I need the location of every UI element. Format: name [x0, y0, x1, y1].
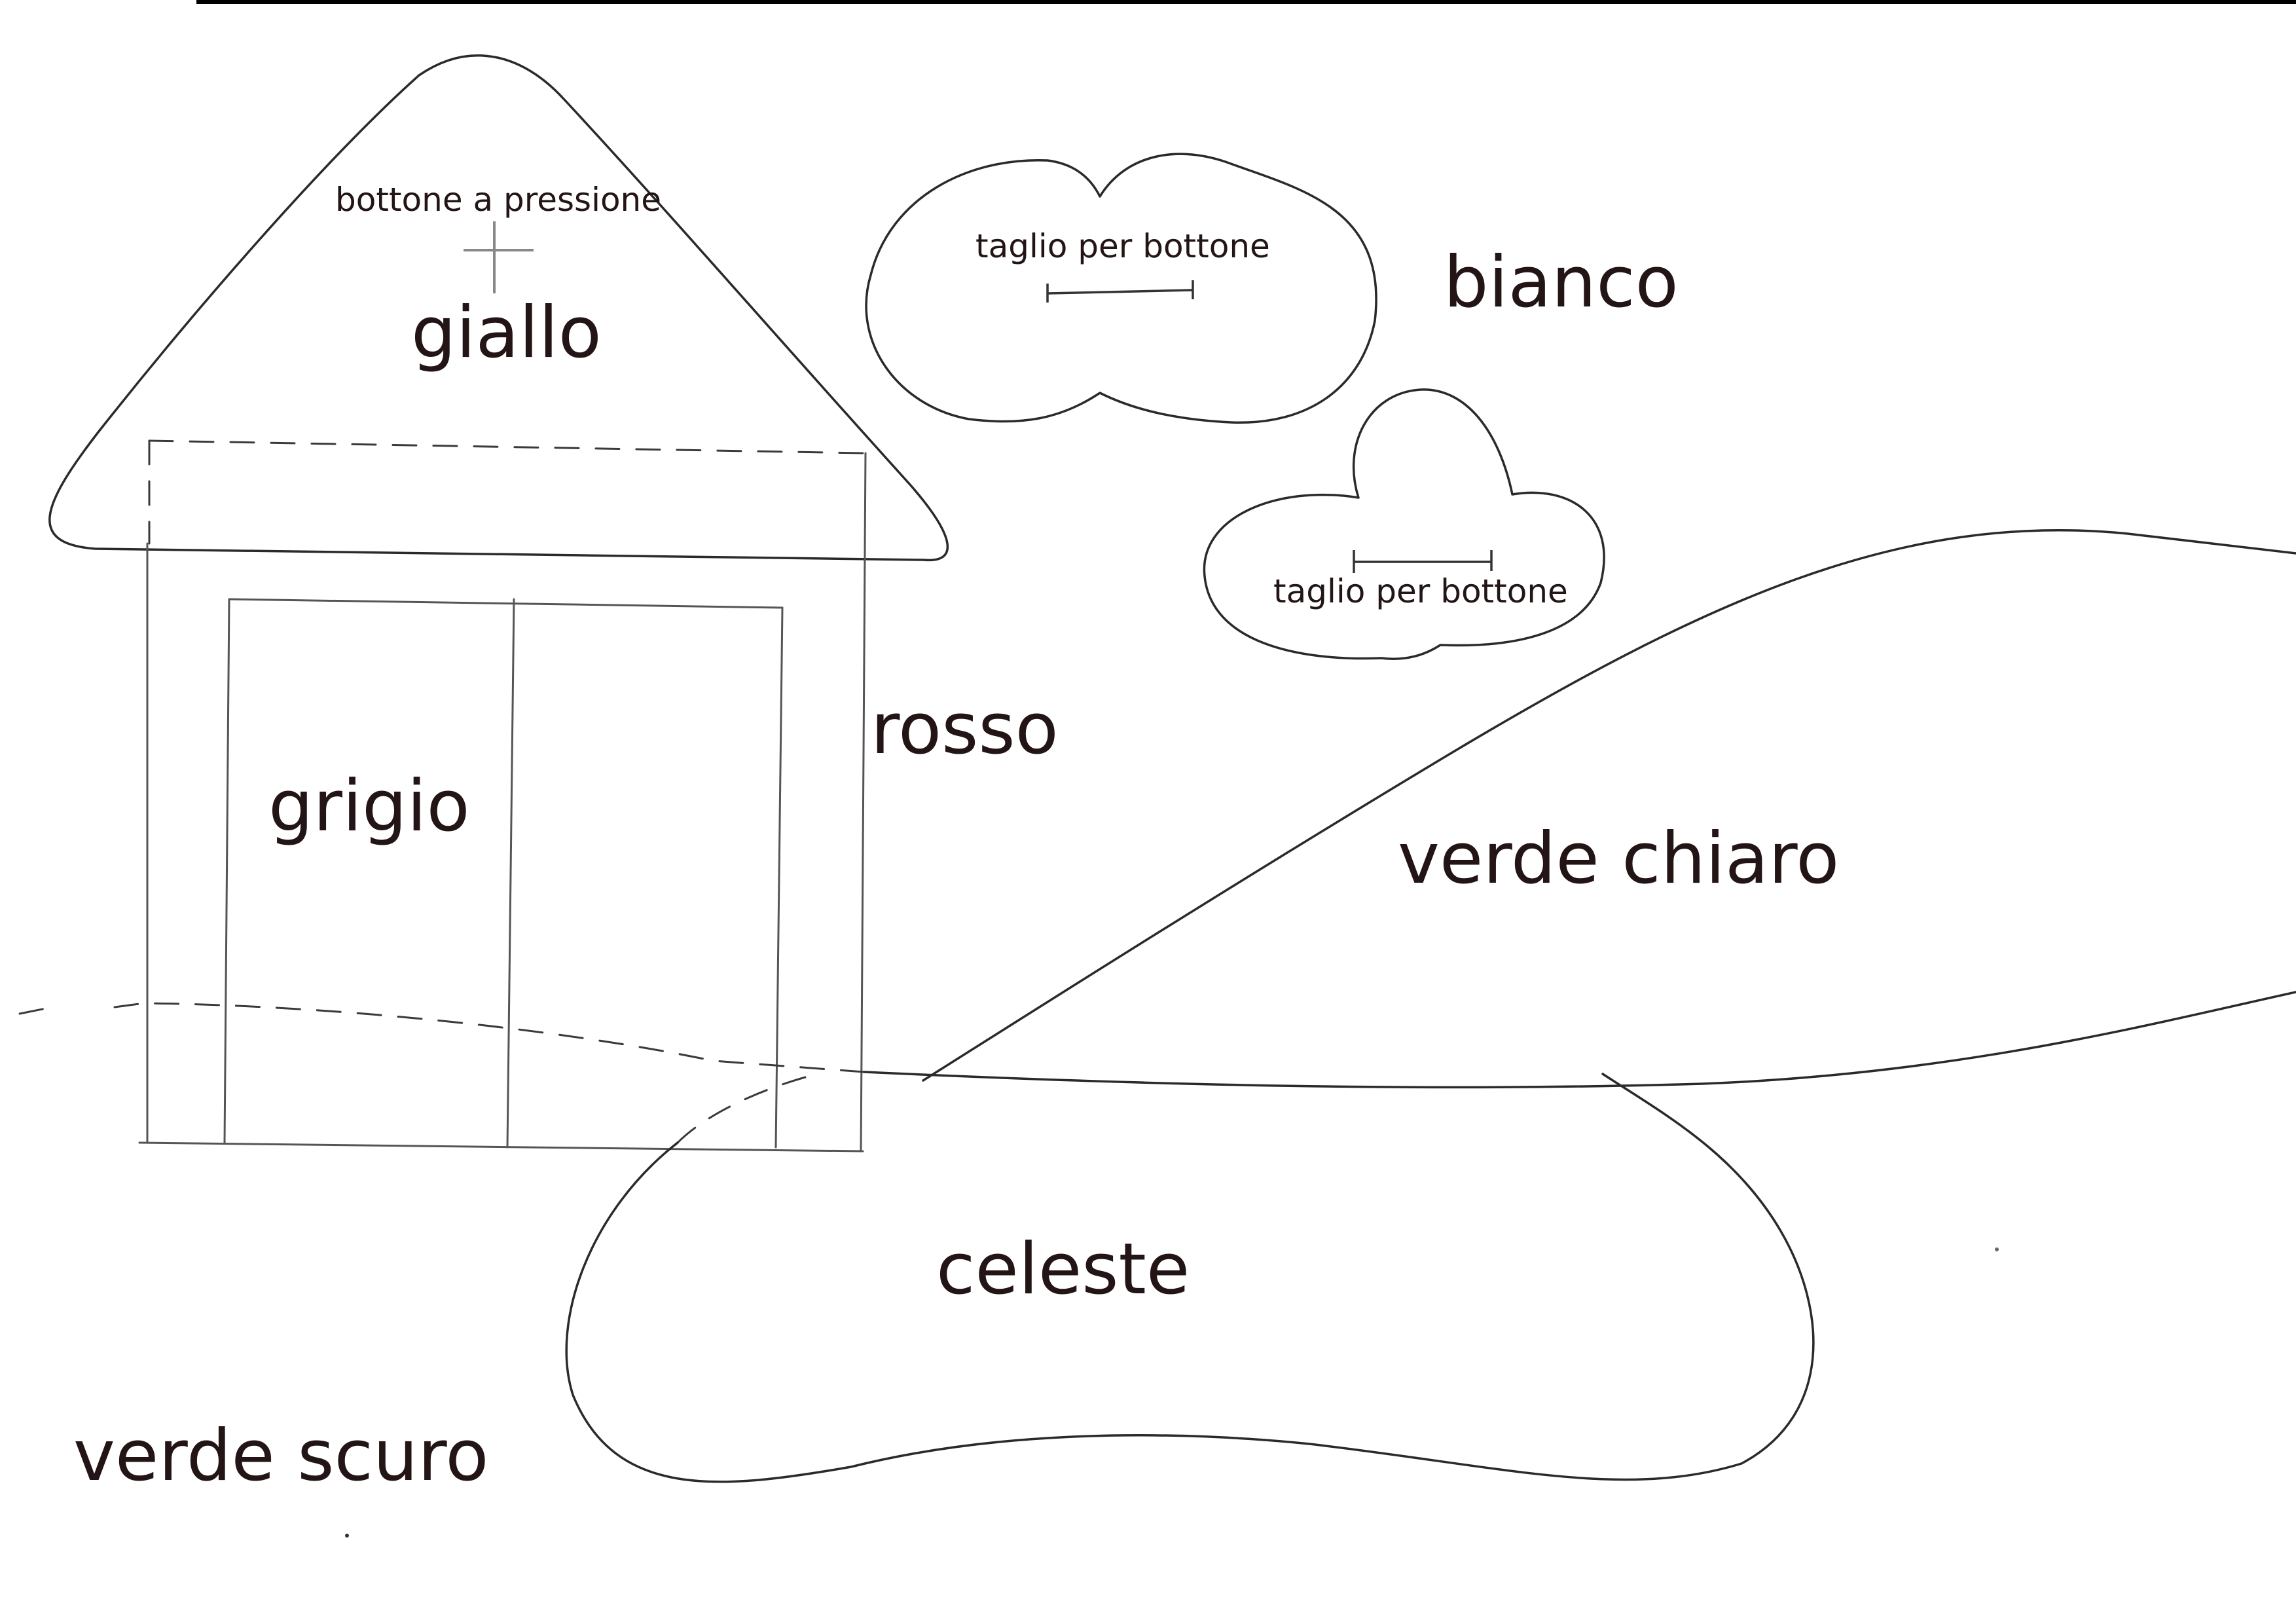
- pond-shape: [565, 1073, 1815, 1483]
- snap-button-mark: [464, 221, 534, 293]
- cloud-color-label: bianco: [1444, 242, 1679, 323]
- ground-overlap-dashed-line: [18, 1002, 866, 1144]
- door-color-label: grigio: [268, 766, 470, 847]
- wall-color-label: rosso: [871, 688, 1059, 770]
- cloud-shape-2: [1203, 388, 1605, 660]
- cloud-cut-label-1: taglio per bottone: [975, 227, 1270, 265]
- hill-color-label: verde chiaro: [1398, 818, 1839, 900]
- cloud-cut-label-2: taglio per bottone: [1273, 572, 1568, 610]
- snap-button-label: bottone a pressione: [335, 181, 661, 219]
- cloud-shape-1: [865, 153, 1377, 424]
- roof-color-label: giallo: [411, 292, 602, 374]
- button-cut-mark-2: [1353, 550, 1493, 573]
- house-wall-shape: [138, 452, 867, 1153]
- ground-color-label: verde scuro: [73, 1415, 488, 1497]
- door-shape: [223, 598, 784, 1149]
- roof-shape: [48, 54, 949, 562]
- hill-shape: [863, 529, 2296, 1089]
- roof-overlap-dashed-line: [148, 439, 866, 545]
- button-cut-mark-1: [1046, 280, 1194, 303]
- pond-color-label: celeste: [936, 1228, 1190, 1310]
- speck: [345, 1534, 349, 1538]
- speck: [1995, 1247, 1999, 1251]
